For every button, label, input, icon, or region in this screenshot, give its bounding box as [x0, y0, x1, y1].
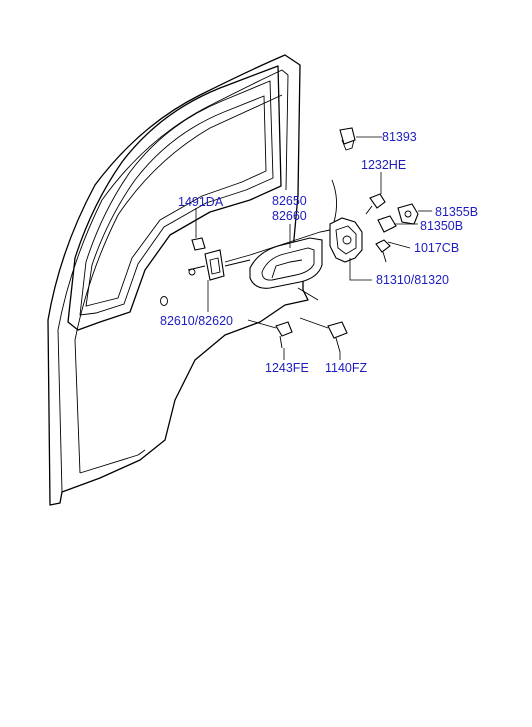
bracket-81350b — [377, 215, 397, 233]
lock-remote-82610 — [187, 249, 225, 281]
part-label-1232he[interactable]: 1232HE — [361, 158, 407, 172]
window-frame — [67, 65, 282, 331]
part-label-1243fe[interactable]: 1243FE — [265, 361, 309, 375]
bolt-1243fe — [275, 321, 293, 349]
door-panel — [47, 54, 309, 506]
part-label-82610-82620[interactable]: 82610/82620 — [160, 314, 233, 328]
inside-handle-82650 — [249, 237, 323, 289]
part-label-82650[interactable]: 82650 — [272, 194, 307, 208]
bolt-1017cb — [375, 239, 391, 263]
rod-end-81393 — [339, 127, 356, 151]
control-rods — [224, 229, 331, 301]
door-latch-81310 — [329, 179, 363, 263]
screw-1232he — [365, 193, 386, 215]
part-label-81393[interactable]: 81393 — [382, 130, 417, 144]
part-label-1017cb[interactable]: 1017CB — [414, 241, 460, 255]
leader-lines — [195, 136, 432, 360]
bolt-1140fz — [327, 321, 348, 353]
part-label-1491da[interactable]: 1491DA — [178, 195, 224, 209]
door-hole — [160, 296, 168, 306]
pad-81355b — [397, 203, 419, 225]
part-label-81310-81320[interactable]: 81310/81320 — [376, 273, 449, 287]
part-label-1140fz[interactable]: 1140FZ — [325, 361, 368, 375]
part-label-81355b[interactable]: 81355B — [435, 205, 479, 219]
clip-1491da — [191, 237, 206, 251]
part-label-81350b[interactable]: 81350B — [420, 219, 464, 233]
part-label-82660[interactable]: 82660 — [272, 209, 307, 223]
